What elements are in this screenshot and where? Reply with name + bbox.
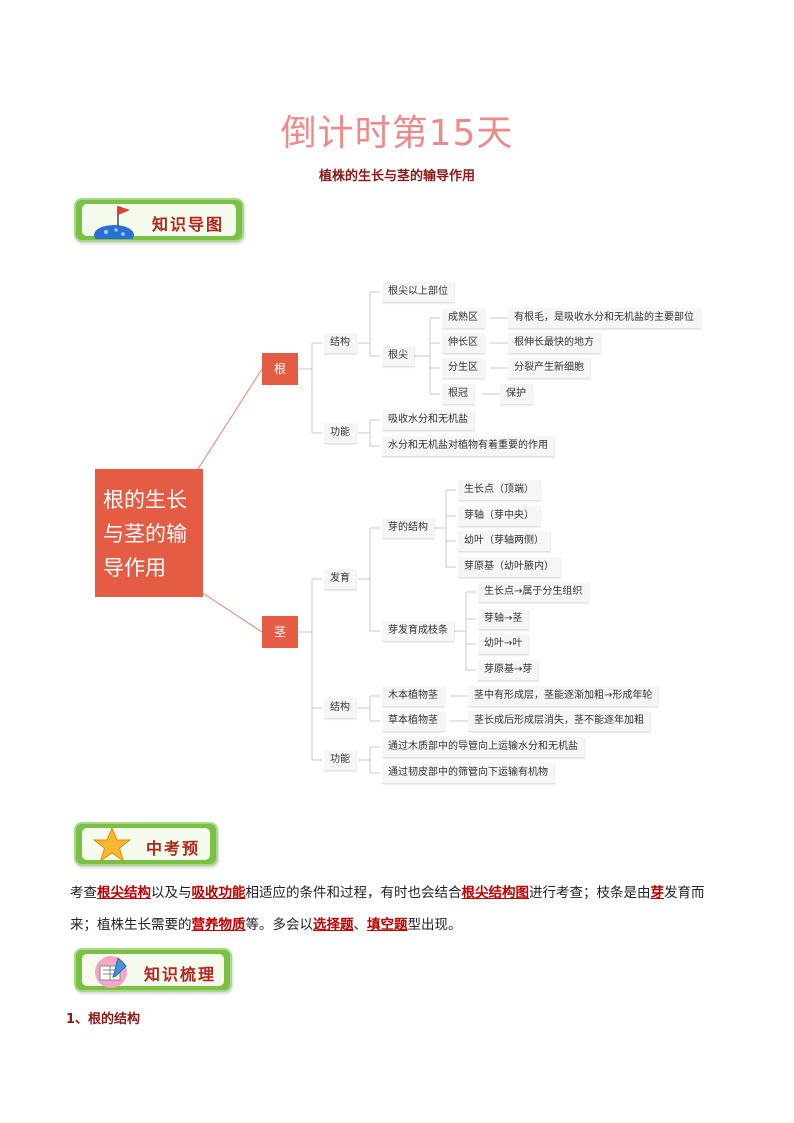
node-stem-function-item: 通过韧皮部中的筛管向下运输有机物	[382, 763, 554, 784]
node-bud-part: 芽轴（芽中央）	[458, 506, 540, 527]
exam-keyword: 芽	[650, 885, 665, 901]
node-stem-function: 功能	[324, 750, 356, 771]
node-zone: 根冠	[442, 384, 474, 405]
node-tip-above: 根尖以上部位	[382, 282, 454, 303]
node-zone: 分生区	[442, 358, 484, 379]
node-zone: 伸长区	[442, 333, 484, 354]
node-zone-desc: 有根毛，是吸收水分和无机盐的主要部位	[508, 308, 700, 329]
exam-keyword: 选择题	[313, 917, 354, 933]
exam-keyword: 填空题	[367, 917, 408, 933]
page-subtitle: 植株的生长与茎的输导作用	[318, 169, 475, 184]
flag-hill-icon	[94, 206, 134, 239]
mindmap-root-line: 根的生长	[103, 488, 187, 512]
exam-banner: 中考预	[74, 822, 218, 866]
node-stem-structure: 结构	[324, 698, 356, 719]
exam-text: 发育而来；植株生长需要的	[70, 885, 705, 933]
exam-text: 相适应的条件和过程，有时也会结合	[245, 885, 462, 901]
node-bud-growth: 芽轴→茎	[478, 609, 529, 630]
exam-text: 进行考查；枝条是由	[529, 885, 651, 901]
notebook-pen-icon	[95, 956, 127, 988]
node-stem-development: 发育	[324, 569, 356, 590]
node-stem-type: 木本植物茎	[382, 686, 444, 707]
review-banner: 知识梳理	[74, 948, 232, 992]
exam-paragraph: 考查根尖结构以及与吸收功能相适应的条件和过程，有时也会结合根尖结构图进行考查；枝…	[70, 877, 730, 941]
node-bud-structure: 芽的结构	[382, 518, 434, 539]
exam-text: 型出现。	[407, 917, 462, 933]
node-bud-part: 芽原基（幼叶腋内）	[458, 557, 560, 578]
mindmap-root-line: 与茎的输	[103, 522, 187, 546]
node-bud-part: 幼叶（芽轴两侧）	[458, 531, 550, 552]
node-root-function-item: 吸收水分和无机盐	[382, 410, 474, 431]
exam-keyword: 根尖结构	[97, 885, 151, 901]
node-stem-type-desc: 茎中有形成层，茎能逐渐加粗→形成年轮	[468, 686, 659, 707]
star-icon	[92, 826, 132, 863]
node-bud-to-branch: 芽发育成枝条	[382, 621, 454, 642]
node-bud-growth: 幼叶→叶	[478, 634, 529, 655]
exam-keyword: 根尖结构图	[461, 885, 530, 901]
exam-text: 考查	[70, 885, 97, 901]
node-bud-growth: 生长点→属于分生组织	[478, 582, 589, 603]
node-root-function: 功能	[324, 423, 356, 444]
mindmap-banner-label: 知识导图	[152, 215, 225, 234]
exam-keyword: 吸收功能	[191, 885, 246, 901]
branch-stem: 茎	[262, 616, 298, 648]
exam-banner-label: 中考预	[146, 839, 201, 858]
connector-line	[197, 368, 263, 470]
branch-root: 根	[262, 353, 298, 385]
connector-line	[197, 589, 263, 633]
node-zone-desc: 保护	[500, 384, 532, 405]
mindmap-root-line: 导作用	[103, 556, 166, 580]
node-bud-growth: 芽原基→芽	[478, 660, 539, 681]
node-zone-desc: 根伸长最快的地方	[508, 333, 600, 354]
mindmap-root: 根的生长 与茎的输 导作用	[95, 469, 203, 597]
exam-text: 等。多会以	[245, 917, 314, 933]
node-stem-type: 草本植物茎	[382, 711, 444, 732]
review-banner-label: 知识梳理	[144, 965, 217, 984]
node-stem-function-item: 通过木质部中的导管向上运输水分和无机盐	[382, 737, 584, 758]
node-stem-type-desc: 茎长成后形成层消失，茎不能逐年加粗	[468, 711, 650, 732]
node-root-tip: 根尖	[382, 346, 414, 367]
node-zone-desc: 分裂产生新细胞	[508, 358, 590, 379]
node-root-structure: 结构	[324, 333, 356, 354]
section-heading-root-structure: 1、根的结构	[66, 1012, 141, 1027]
node-bud-part: 生长点（顶端）	[458, 480, 540, 501]
node-root-function-item: 水分和无机盐对植物有着重要的作用	[382, 436, 554, 457]
page-title: 倒计时第15天	[280, 113, 514, 154]
mindmap-banner: 知识导图	[74, 198, 244, 242]
exam-text: 、	[353, 917, 368, 933]
exam-text: 以及与	[151, 885, 192, 901]
node-zone: 成熟区	[442, 308, 484, 329]
exam-keyword: 营养物质	[191, 917, 246, 933]
